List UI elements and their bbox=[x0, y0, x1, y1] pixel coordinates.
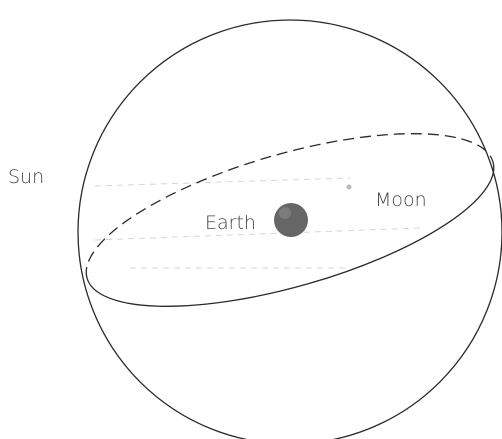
faint-guide-lines bbox=[95, 178, 420, 268]
earth-body bbox=[274, 203, 308, 237]
sun-label: Sun bbox=[8, 166, 44, 188]
moon-marker bbox=[347, 185, 352, 190]
guide-line-upper bbox=[95, 178, 350, 186]
earth-label: Earth bbox=[205, 212, 256, 234]
moon-label: Moon bbox=[375, 189, 427, 211]
earth-highlight bbox=[279, 207, 291, 219]
guide-line-lower bbox=[95, 228, 420, 240]
